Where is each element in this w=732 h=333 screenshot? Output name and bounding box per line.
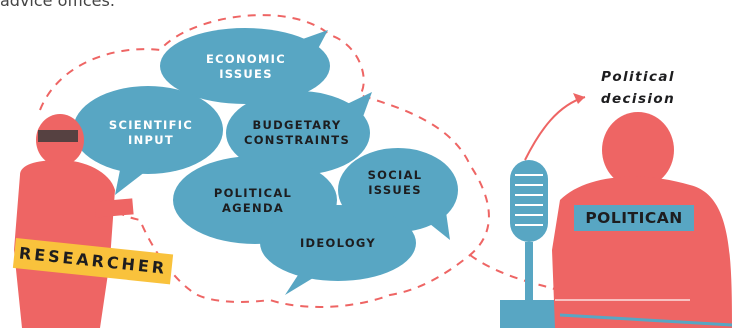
bubble-budgetary — [226, 91, 372, 175]
bubble-economic — [160, 28, 330, 104]
decision-arrow — [524, 93, 586, 161]
politician-tag: POLITICAN — [574, 205, 694, 231]
bubble-ideology — [260, 205, 416, 295]
bubble-scientific — [73, 86, 223, 195]
bubble-label-political-agenda: POLITICAL AGENDA — [213, 186, 293, 215]
bubble-label-scientific: SCIENTIFIC INPUT — [108, 118, 194, 147]
microphone-icon — [500, 160, 560, 328]
dashed-boundary — [39, 14, 490, 308]
partial-text-top: advice offices. — [0, 0, 115, 10]
bubble-label-ideology: IDEOLOGY — [299, 236, 377, 250]
bubble-label-social: SOCIAL ISSUES — [367, 168, 423, 197]
bubble-label-budgetary: BUDGETARY CONSTRAINTS — [243, 118, 351, 147]
bubble-label-economic: ECONOMIC ISSUES — [205, 52, 287, 81]
political-decision-label: Political decision — [600, 69, 676, 107]
